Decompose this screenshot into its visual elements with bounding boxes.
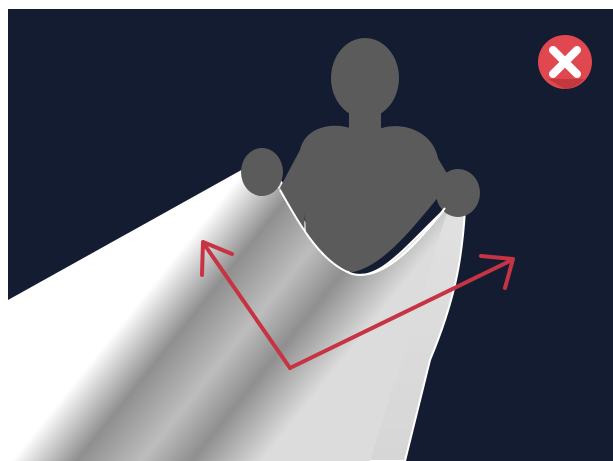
figure-head xyxy=(331,38,399,118)
figure-left-hand xyxy=(241,148,283,196)
close-button[interactable] xyxy=(538,35,592,89)
